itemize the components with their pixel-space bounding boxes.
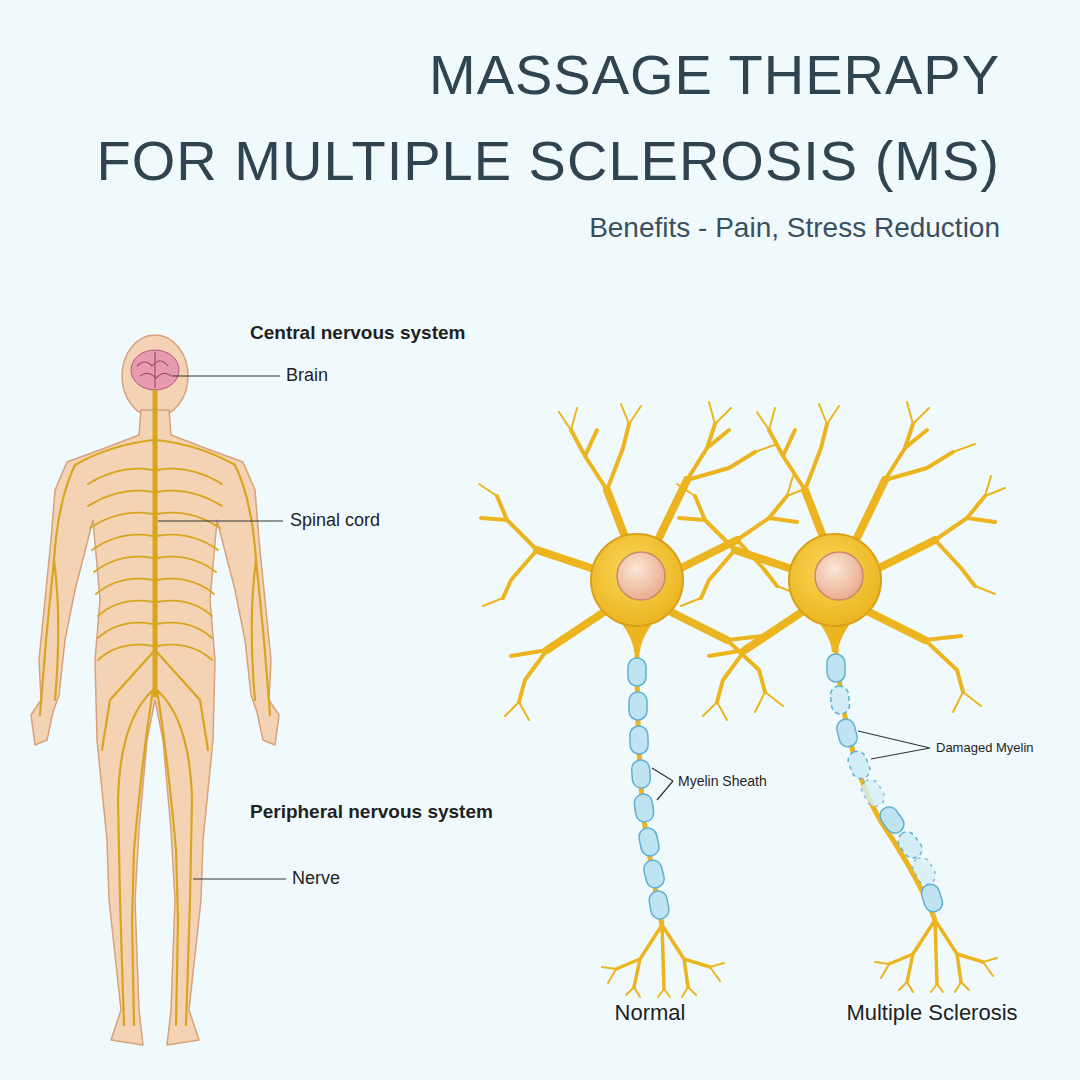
neuron-body <box>677 402 1005 720</box>
myelin-segment <box>629 692 647 720</box>
leader-line <box>172 375 280 376</box>
myelin-segment <box>630 726 649 755</box>
myelin-segment <box>827 654 846 683</box>
myelin-segment <box>919 882 945 914</box>
leader-line <box>652 768 673 800</box>
part-label: Spinal cord <box>290 510 380 532</box>
damaged-myelin-segment <box>845 749 872 782</box>
brain-folds <box>137 352 171 388</box>
arm-nerves <box>40 440 270 715</box>
myelin-segment <box>633 793 655 823</box>
subtitle: Benefits - Pain, Stress Reduction <box>60 210 1000 246</box>
part-label: Damaged Myelin <box>936 740 1034 756</box>
title: MASSAGE THERAPY FOR MULTIPLE SCLEROSIS (… <box>60 32 1000 204</box>
leader-line <box>858 731 930 759</box>
myelin-segment <box>631 759 651 788</box>
section-heading: Central nervous system <box>250 322 465 345</box>
figure-label: Multiple Sclerosis <box>846 1000 1017 1026</box>
damaged-myelin <box>827 654 945 914</box>
brain <box>131 350 179 390</box>
damaged-myelin-segment <box>894 828 925 861</box>
myelin-segment <box>835 717 859 749</box>
human-figure <box>31 335 279 1045</box>
leader-line <box>193 878 286 879</box>
part-label: Nerve <box>292 868 340 890</box>
part-label: Myelin Sheath <box>678 773 767 790</box>
part-label: Brain <box>286 365 328 387</box>
damaged-myelin-segment <box>858 776 888 809</box>
damaged-myelin-segment <box>909 854 938 887</box>
myelin-segment <box>876 803 907 836</box>
leader-line <box>158 520 283 521</box>
nerves <box>40 392 270 1025</box>
leader-lines <box>158 376 930 879</box>
figure-label: Normal <box>615 1000 686 1026</box>
rib-nerves <box>88 469 153 660</box>
myelin-segment <box>637 826 660 857</box>
myelin-segment <box>628 658 646 686</box>
ms-neuron <box>677 402 1005 992</box>
section-heading: Peripheral nervous system <box>250 801 493 824</box>
myelin-sheath <box>628 658 670 920</box>
axon-terminal <box>602 925 724 997</box>
axon-terminal <box>875 920 997 992</box>
normal-neuron <box>479 402 807 997</box>
rib-nerves <box>157 469 222 660</box>
myelin-segment <box>642 858 666 890</box>
leg-nerves <box>102 650 208 1025</box>
damaged-myelin-segment <box>830 685 851 715</box>
myelin-segment <box>648 890 671 921</box>
